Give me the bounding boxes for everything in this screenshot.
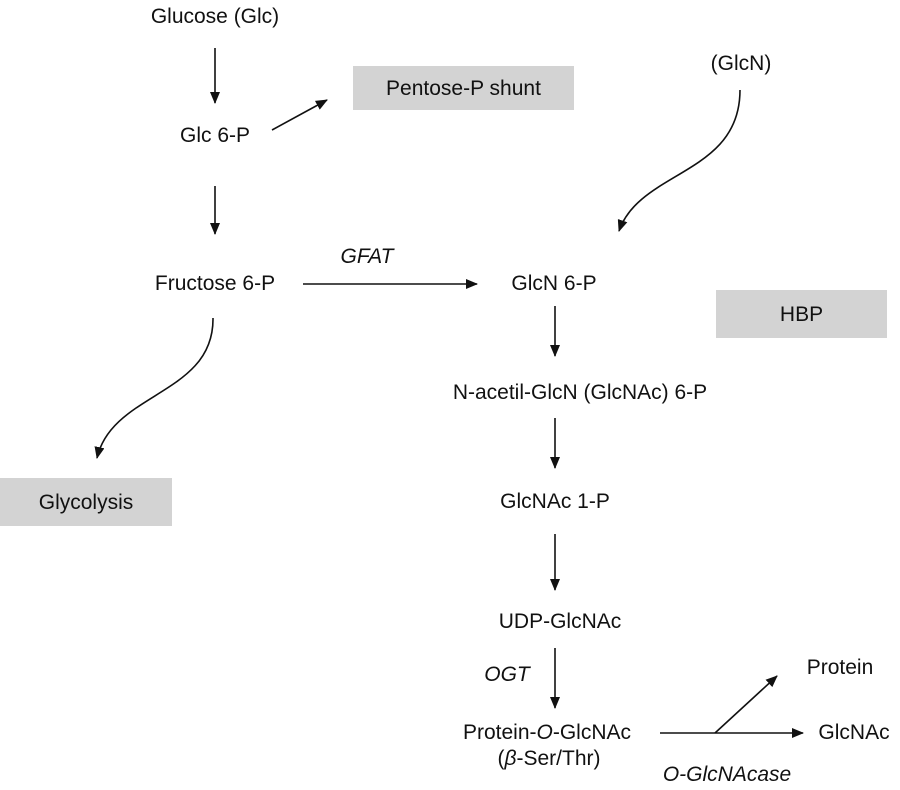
pentose-shunt-label: Pentose-P shunt <box>386 76 541 100</box>
ser-thr-label: (β-Ser/Thr) <box>498 748 601 769</box>
arrow-to-protein <box>714 675 778 734</box>
glcn6p-label: GlcN 6-P <box>511 272 597 295</box>
protein-oglcnac-o: O <box>536 721 553 744</box>
glc6p-label: Glc 6-P <box>179 124 251 147</box>
hbp-box: HBP <box>716 290 887 338</box>
hbp-label: HBP <box>779 302 824 326</box>
gfat-enzyme-label: GFAT <box>340 245 394 268</box>
glcn-label: (GlcN) <box>710 52 772 75</box>
pentose-shunt-box: Pentose-P shunt <box>353 66 574 110</box>
ogt-enzyme-label: OGT <box>484 663 530 686</box>
protein-oglcnac-label: Protein-O-GlcNAc <box>463 722 631 743</box>
glcnac6p-label: N-acetil-GlcN (GlcNAc) 6-P <box>452 381 708 404</box>
protein-label: Protein <box>806 656 874 679</box>
ser-thr-open: ( <box>497 747 505 770</box>
ser-thr-rest: -Ser/Thr) <box>516 747 601 770</box>
arrow-fructose6p-to-glycolysis <box>94 317 214 459</box>
glycolysis-box: Glycolysis <box>0 478 172 526</box>
udpglcnac-label: UDP-GlcNAc <box>498 610 622 633</box>
glcnac1p-label: GlcNAc 1-P <box>500 490 610 513</box>
protein-oglcnac-suffix: -GlcNAc <box>552 721 632 744</box>
arrow-glc6p-to-pentose <box>271 99 328 131</box>
glcnac-label: GlcNAc <box>818 721 890 744</box>
arrow-glcn-to-glcn6p <box>617 89 741 232</box>
glycolysis-label: Glycolysis <box>38 490 134 514</box>
oglcnacase-enzyme-label: O-GlcNAcase <box>662 763 792 786</box>
protein-oglcnac-prefix: Protein- <box>462 721 537 744</box>
beta-symbol: β <box>504 747 517 770</box>
fructose6p-label: Fructose 6-P <box>154 272 276 295</box>
glucose-label: Glucose (Glc) <box>150 5 280 28</box>
